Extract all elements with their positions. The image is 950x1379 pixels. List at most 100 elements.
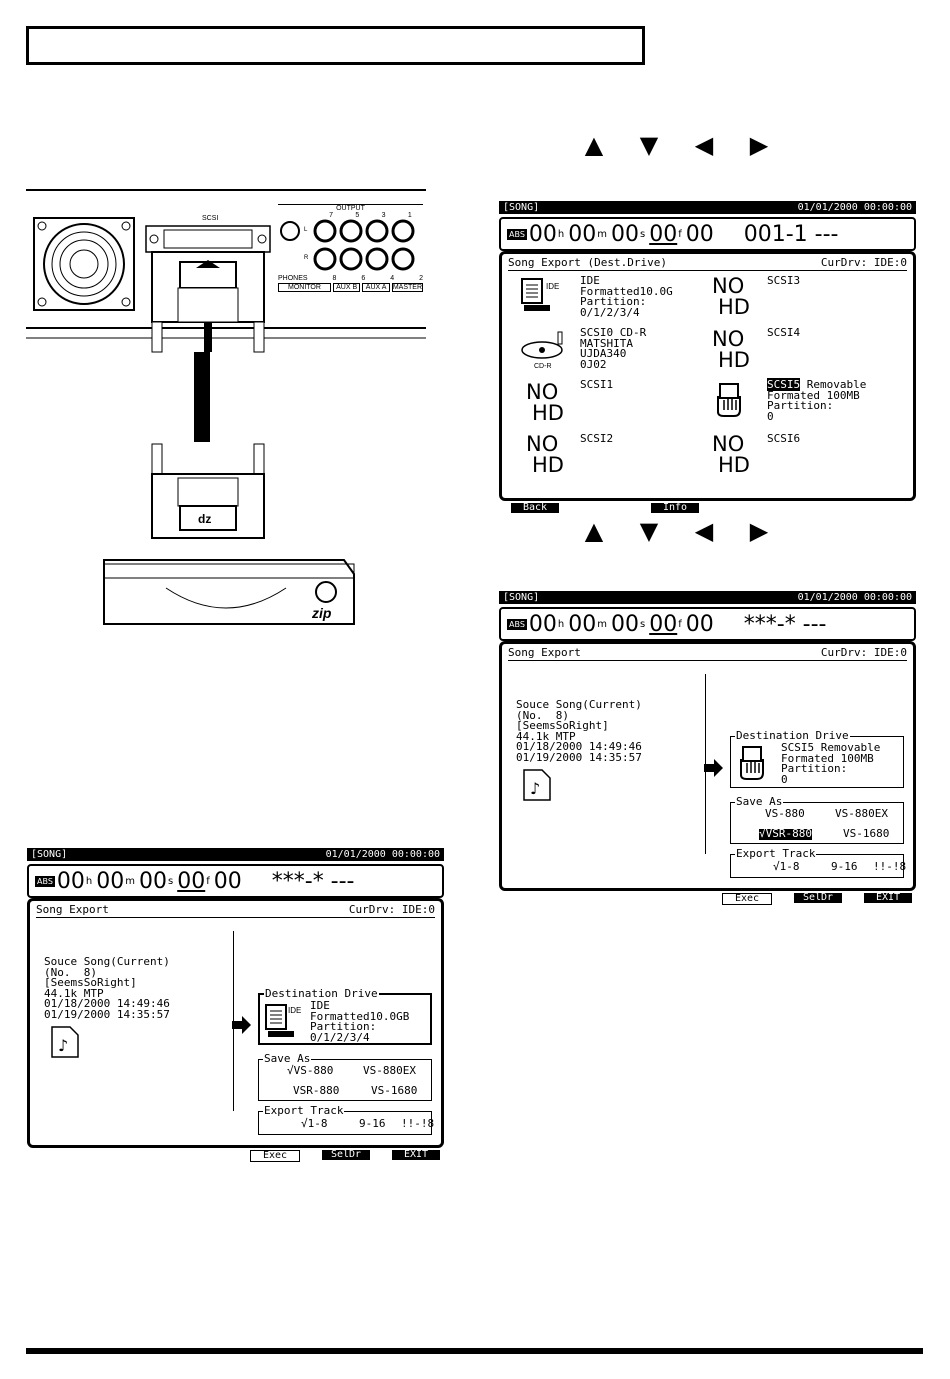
select-drive-button[interactable]: SelDr [794, 893, 842, 903]
aux-a-label: AUX A [362, 283, 390, 292]
drive-scsi2-info[interactable]: SCSI2 [580, 432, 614, 445]
song-marker: ***-* --- [271, 868, 355, 894]
screen-title: Song Export [36, 903, 109, 916]
page-header-box [26, 26, 645, 65]
hours: 00 [528, 611, 557, 637]
current-drive: CurDrv: IDE:0 [820, 256, 907, 269]
select-drive-button[interactable]: SelDr [322, 1150, 370, 1160]
cursor-right-icon[interactable]: ▶ [749, 131, 769, 159]
cursor-right-icon[interactable]: ▶ [749, 517, 769, 545]
save-as-option[interactable]: VS-1680 [843, 827, 890, 840]
removable-drive-icon[interactable] [714, 382, 746, 418]
exec-button[interactable]: Exec [250, 1150, 300, 1162]
abs-badge: ABS [35, 875, 55, 887]
arrow-right-icon [704, 759, 723, 777]
cursor-up-icon[interactable]: ▲ [584, 131, 604, 159]
seconds: 00 [611, 611, 639, 637]
frames: 00 [649, 221, 678, 247]
seconds: 00 [139, 868, 167, 894]
save-as-option[interactable]: VSR-880 [293, 1084, 340, 1097]
destination-drive-label: Destination Drive [735, 729, 850, 742]
drive-scsi3-info[interactable]: SCSI3 [767, 274, 801, 287]
mode-label: [SONG] [31, 849, 68, 860]
aux-b-label: AUX B [332, 283, 361, 292]
info-button[interactable]: Info [651, 503, 699, 513]
export-track-option[interactable]: √1-8 [773, 860, 800, 873]
drive-scsi6-info[interactable]: SCSI6 [767, 432, 801, 445]
save-as-option[interactable]: VS-880EX [835, 807, 888, 820]
song-marker: ***-* --- [743, 611, 827, 637]
main-panel: Song Export (Dest.Drive) CurDrv: IDE:0 I… [499, 251, 916, 501]
cursor-down-icon[interactable]: ▼ [639, 131, 659, 159]
exit-button[interactable]: EXIT [392, 1150, 440, 1160]
export-track-option[interactable]: √1-8 [301, 1117, 328, 1130]
cursor-left-icon[interactable]: ◀ [694, 131, 714, 159]
hd-label: HD [532, 401, 564, 425]
ide-drive-icon[interactable]: IDE [520, 277, 562, 313]
scsi-connection-illustration: SCSI dz zip [26, 189, 426, 625]
cursor-left-icon[interactable]: ◀ [694, 517, 714, 545]
no-label: NO [712, 274, 745, 298]
save-as-option[interactable]: VS-880 [765, 807, 805, 820]
export-track-label: Export Track [735, 847, 817, 860]
destination-drive-frame[interactable]: Destination Drive SCSI5 Removable Format… [730, 730, 904, 788]
destination-drive-frame[interactable]: Destination Drive IDE IDE Formatted10.0G… [258, 988, 432, 1045]
selected-drive-label[interactable]: SCSI5 [767, 378, 801, 391]
drive-scsi1-info[interactable]: SCSI1 [580, 378, 614, 391]
drive-scsi4-info[interactable]: SCSI4 [767, 326, 801, 339]
save-as-option[interactable]: VS-1680 [371, 1084, 418, 1097]
cursor-up-icon[interactable]: ▲ [584, 517, 604, 545]
song-file-icon: ♪ [51, 1026, 79, 1058]
scsi-plug-top [151, 251, 265, 353]
save-as-option-selected[interactable]: √VSR-880 [759, 827, 812, 840]
save-as-option[interactable]: VS-880EX [363, 1064, 416, 1077]
hd-label: HD [718, 348, 750, 372]
no-label: NO [712, 432, 745, 456]
export-track-option[interactable]: !!-!8 [873, 860, 907, 873]
date-time: 01/01/2000 00:00:00 [797, 202, 912, 213]
screen-title: Song Export (Dest.Drive) [508, 256, 667, 269]
minutes: 00 [568, 611, 597, 637]
save-as-frame: Save As VS-880 VS-880EX √VSR-880 VS-1680 [730, 796, 904, 844]
export-track-option[interactable]: 9-16 [359, 1117, 386, 1130]
subframes: 00 [685, 221, 714, 247]
destination-drive-info: SCSI5 Removable Formated 100MB Partition… [781, 741, 881, 786]
drive-scsi5-info[interactable]: SCSI5 Removable Formated 100MB Partition… [767, 378, 866, 422]
save-as-option-selected[interactable]: √VS-880 [287, 1064, 334, 1077]
exit-button[interactable]: EXIT [864, 893, 912, 903]
source-song-info: Souce Song(Current) (No. 8) [SeemsSoRigh… [516, 698, 642, 764]
cd-r-icon[interactable]: CD-R [520, 330, 568, 370]
output-jacks: L R [280, 219, 415, 271]
main-panel: Song Export CurDrv: IDE:0 Souce Song(Cur… [27, 898, 444, 1148]
export-track-option[interactable]: !!-!8 [401, 1117, 435, 1130]
output-numbers-top: 7 5 3 1 [278, 212, 423, 219]
output-number: 5 [355, 212, 360, 219]
ide-tag: IDE [546, 282, 559, 291]
seconds: 00 [611, 221, 639, 247]
drive-scsi0-info[interactable]: SCSI0 CD-R MATSHITA UJDA340 0J02 [580, 326, 647, 371]
title-row: Song Export CurDrv: IDE:0 [508, 646, 907, 661]
output-number: 4 [390, 275, 395, 282]
output-section-labels: MONITOR AUX B AUX A MASTER [278, 283, 423, 292]
export-track-option[interactable]: 9-16 [831, 860, 858, 873]
scsi-port-label: SCSI [202, 215, 218, 222]
save-as-frame: Save As √VS-880 VS-880EX VSR-880 VS-1680 [258, 1053, 432, 1101]
date-time: 01/01/2000 00:00:00 [325, 849, 440, 860]
drive-ide-info[interactable]: IDE Formatted10.0G Partition: 0/1/2/3/4 [580, 274, 673, 319]
zip-drive-icon: zip [103, 559, 355, 625]
back-button[interactable]: Back [511, 503, 559, 513]
phones-label: PHONES [278, 275, 308, 282]
title-row: Song Export (Dest.Drive) CurDrv: IDE:0 [508, 256, 907, 271]
status-bar: [SONG] 01/01/2000 00:00:00 [499, 591, 916, 604]
exec-button[interactable]: Exec [722, 893, 772, 905]
status-bar: [SONG] 01/01/2000 00:00:00 [27, 848, 444, 861]
cursor-down-icon[interactable]: ▼ [639, 517, 659, 545]
